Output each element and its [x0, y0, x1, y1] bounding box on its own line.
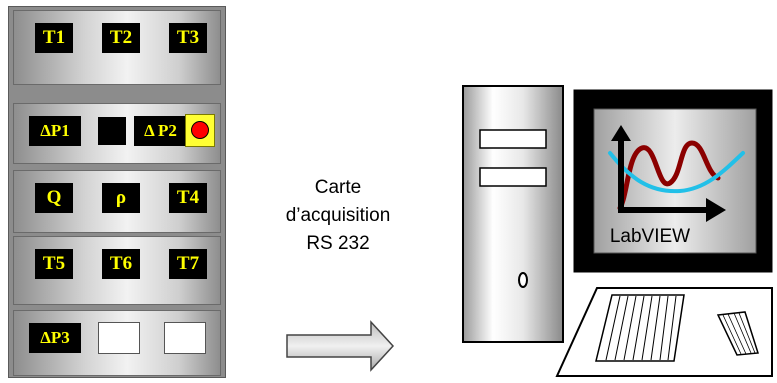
blank-white-display-1 [98, 322, 140, 354]
display-t2: T2 [102, 23, 140, 53]
label-line-3: RS 232 [306, 233, 370, 254]
display-delta-p1: ΔP1 [29, 116, 81, 146]
instrument-cabinet: T1 T2 T3 ΔP1 Δ P2 Q ρ T4 T5 T6 T7 ΔP3 [8, 6, 226, 378]
display-t7: T7 [169, 249, 207, 279]
display-delta-p2: Δ P2 [134, 116, 187, 146]
display-t6: T6 [102, 249, 140, 279]
display-rho: ρ [102, 183, 140, 213]
computer-illustration [462, 85, 773, 377]
display-t3: T3 [169, 23, 207, 53]
display-t5: T5 [35, 249, 73, 279]
keyboard [555, 287, 773, 377]
red-lamp-icon [191, 121, 209, 139]
label-line-2: d’acquisition [285, 205, 391, 226]
blank-black-display [98, 117, 126, 145]
display-q: Q [35, 183, 73, 213]
panel-row-5: ΔP3 [13, 310, 221, 376]
blank-white-display-2 [164, 322, 206, 354]
pc-tower [462, 85, 564, 343]
panel-row-4: T5 T6 T7 [13, 236, 221, 305]
display-delta-p3: ΔP3 [29, 323, 81, 353]
display-t4: T4 [169, 183, 207, 213]
panel-row-2: ΔP1 Δ P2 [13, 103, 221, 164]
panel-row-3: Q ρ T4 [13, 170, 221, 233]
screen-chart-icon [608, 125, 745, 222]
right-arrow-icon [286, 320, 395, 372]
indicator-box [185, 114, 215, 147]
panel-row-1: T1 T2 T3 [13, 10, 221, 85]
acquisition-card-label: Carte d’acquisition RS 232 [268, 174, 408, 258]
labview-label: LabVIEW [609, 226, 691, 247]
label-line-1: Carte [314, 177, 362, 198]
display-t1: T1 [35, 23, 73, 53]
